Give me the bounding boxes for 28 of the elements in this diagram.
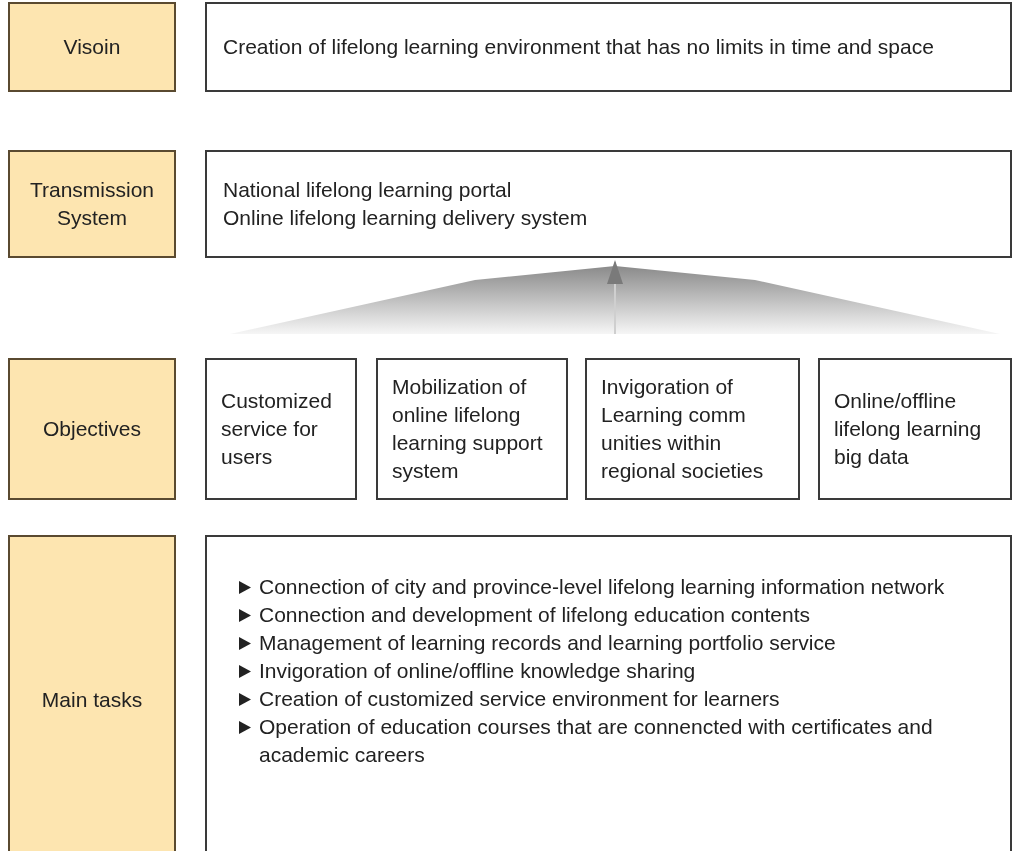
task-item: Operation of education courses that are connencted with certificates and academic careers <box>259 714 934 768</box>
row-header-box <box>8 150 176 258</box>
row-header-box <box>8 358 176 500</box>
text: Online lifelong learning delivery system <box>223 205 589 231</box>
objective-box <box>205 358 357 500</box>
objective-box <box>585 358 800 500</box>
task-item: Connection of city and province-level lifelong learning information network <box>259 574 945 600</box>
text: Customized service for users <box>221 388 333 470</box>
text: Mobilization of online lifelong learning support system <box>392 374 544 484</box>
task-item: Management of learning records and learning portfolio service <box>259 630 836 656</box>
row-label: Visoin <box>63 34 121 60</box>
row-label: Transmission System <box>28 177 156 231</box>
task-item: Invigoration of online/offline knowledge sharing <box>259 658 696 684</box>
content-box <box>205 2 1012 92</box>
task-list-box <box>205 535 1012 851</box>
row-label: Objectives <box>42 416 141 442</box>
task-item: Connection and development of lifelong education contents <box>259 602 811 628</box>
task-item: Creation of customized service environment for learners <box>259 686 780 712</box>
row-header-box <box>8 2 176 92</box>
text: Online/offline lifelong learning big data <box>834 388 983 470</box>
text: Invigoration of Learning comm unities within regional societies <box>601 374 765 484</box>
objective-box <box>818 358 1012 500</box>
text: Creation of lifelong learning environment that has no limits in time and space <box>223 34 935 60</box>
objective-box <box>376 358 568 500</box>
row-header-box <box>8 535 176 851</box>
content-box <box>205 150 1012 258</box>
row-label: Main tasks <box>41 687 143 713</box>
text: National lifelong learning portal <box>223 177 513 203</box>
